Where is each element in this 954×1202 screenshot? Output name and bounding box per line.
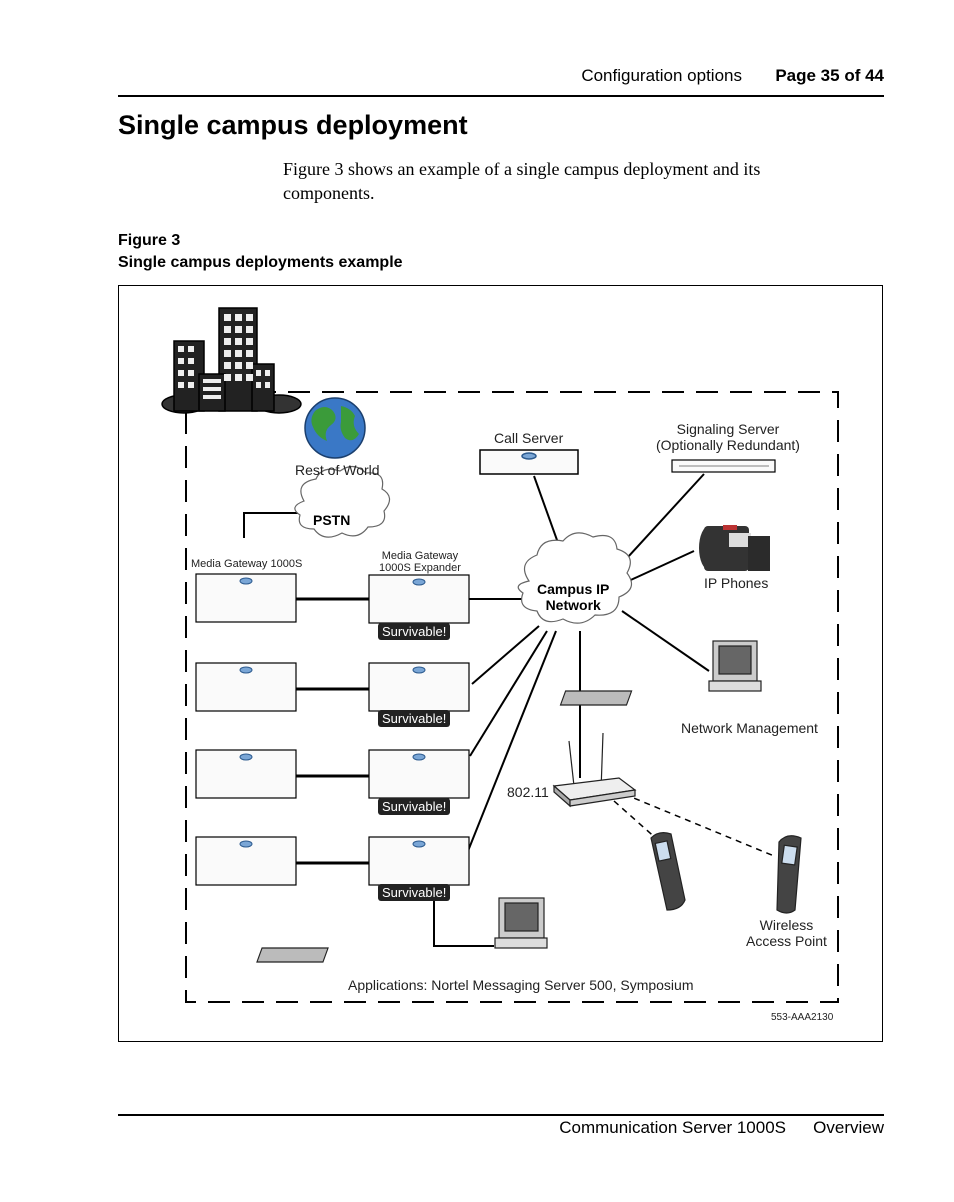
call-server [479, 449, 579, 475]
city-buildings-icon [161, 307, 302, 414]
wireless-handset-icon-2 [776, 835, 802, 914]
figure-caption: Single campus deployments example [118, 254, 403, 271]
survivable-badge: Survivable! [378, 710, 451, 727]
globe-icon [304, 397, 366, 459]
section-name: Configuration options [581, 66, 742, 85]
pstn-cloud [294, 465, 391, 538]
applications-computer-icon [256, 897, 548, 963]
figure-frame: Rest of World PSTN Call Server Signaling… [118, 285, 883, 1042]
network-diagram [161, 307, 839, 1003]
connection-lines [243, 473, 710, 947]
page-number: Page 35 of 44 [775, 66, 884, 85]
survivable-badge: Survivable! [378, 623, 451, 640]
page-header: Configuration options Page 35 of 44 [118, 66, 884, 88]
gateway-logos [239, 577, 426, 848]
campus-boundary [185, 391, 839, 1003]
label-rest-of-world: Rest of World [295, 462, 380, 478]
wireless-line-2: Access Point [746, 933, 827, 949]
label-figure-id: 553-AAA2130 [771, 1012, 834, 1023]
wireless-links [613, 793, 775, 857]
wireless-router-icon [552, 732, 637, 808]
wireless-handset-icon-1 [650, 832, 686, 911]
survivable-badge: Survivable! [378, 798, 451, 815]
label-802-11: 802.11 [507, 784, 549, 800]
footer-doc-title: Communication Server 1000S [559, 1118, 786, 1137]
page-title: Single campus deployment [118, 110, 468, 140]
media-gateways [195, 573, 470, 886]
label-mg-1000s: Media Gateway 1000S [191, 558, 303, 570]
label-mg-expander: Media Gateway 1000S Expander [379, 550, 461, 574]
signaling-server [671, 459, 776, 473]
campus-line-2: Network [545, 597, 601, 613]
footer-doc-type: Overview [813, 1118, 884, 1137]
label-pstn: PSTN [313, 512, 351, 528]
label-wireless-access-point: Wireless Access Point [746, 917, 827, 949]
campus-cloud [517, 532, 633, 624]
signaling-line-1: Signaling Server [676, 421, 780, 437]
ip-phone-icon [699, 525, 770, 571]
label-signaling-server: Signaling Server (Optionally Redundant) [656, 421, 800, 453]
wireless-line-1: Wireless [759, 917, 814, 933]
header-rule [118, 95, 884, 97]
figure-label: Figure 3 Single campus deployments examp… [118, 230, 403, 274]
label-campus-network: Campus IP Network [537, 581, 609, 613]
campus-line-1: Campus IP [537, 581, 610, 597]
signaling-line-2: (Optionally Redundant) [656, 437, 800, 453]
label-network-management: Network Management [681, 720, 818, 736]
label-ip-phones: IP Phones [704, 575, 769, 591]
footer-rule [118, 1114, 884, 1116]
expander-line-1: Media Gateway [381, 550, 459, 562]
intro-paragraph: Figure 3 shows an example of a single ca… [283, 159, 761, 203]
network-management-computer-icon [559, 640, 762, 706]
label-call-server: Call Server [494, 430, 564, 446]
label-applications: Applications: Nortel Messaging Server 50… [348, 977, 694, 993]
figure-number: Figure 3 [118, 232, 181, 249]
expander-line-2: 1000S Expander [379, 562, 461, 574]
survivable-badge: Survivable! [378, 884, 451, 901]
